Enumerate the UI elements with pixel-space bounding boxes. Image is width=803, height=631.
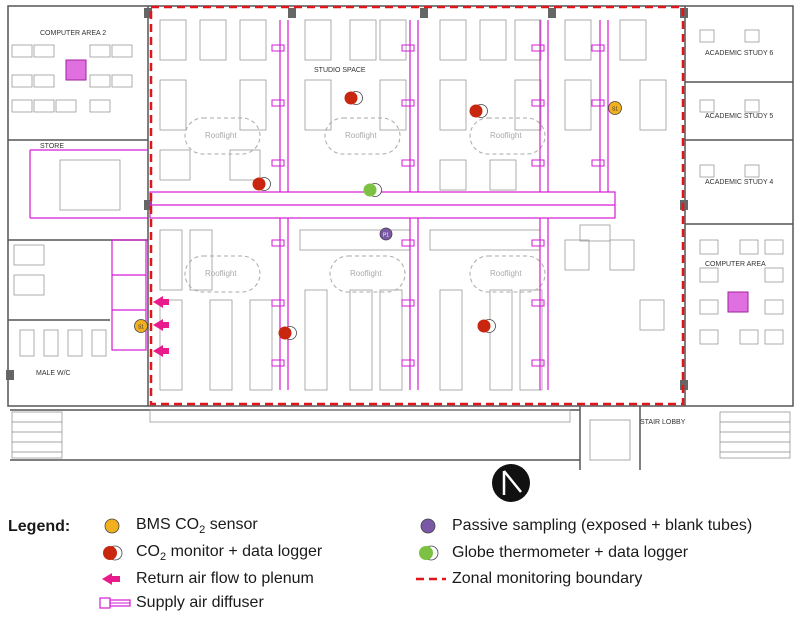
return-air-arrow-icon [153, 296, 169, 357]
legend-label-return-air: Return air flow to plenum [136, 570, 314, 587]
rooflights [184, 117, 546, 293]
legend-label-zonal-boundary: Zonal monitoring boundary [452, 570, 643, 587]
bms-sensor-icon [104, 518, 120, 534]
globe-thermometer-icon [419, 545, 439, 561]
legend-item-return-air: Return air flow to plenum [96, 568, 314, 590]
bms-sensor-icon: S1 S1 [134, 101, 622, 333]
legend-item-passive-sampling: Passive sampling (exposed + blank tubes) [412, 515, 752, 537]
bms-sensor-label: S1 [612, 107, 618, 113]
passive-sampling-icon [420, 518, 436, 534]
room-label-studio-space: STUDIO SPACE [314, 67, 366, 74]
return-air-arrow-icon [102, 573, 120, 585]
equipment-units [65, 59, 749, 313]
room-label-male-wc: MALE W/C [36, 370, 71, 377]
globe-thermometer-icon [363, 183, 382, 197]
legend-item-bms-sensor: BMS CO2 sensor [96, 515, 258, 537]
rooflight-label: Rooflight [350, 269, 382, 278]
room-label-computer-area: COMPUTER AREA [705, 261, 766, 268]
zonal-boundary-icon [416, 577, 446, 581]
rooflight-label: Rooflight [205, 131, 237, 140]
room-label-academic-study-5: ACADEMIC STUDY 5 [705, 113, 773, 120]
legend-item-globe-thermometer: Globe thermometer + data logger [412, 542, 688, 564]
bms-sensor-label: S1 [138, 325, 144, 331]
legend-title: Legend: [8, 518, 71, 535]
room-label-academic-study-4: ACADEMIC STUDY 4 [705, 179, 773, 186]
rooflight-label: Rooflight [490, 269, 522, 278]
passive-sampler-label: P1 [383, 233, 389, 239]
supply-diffusers [271, 44, 605, 367]
co2-monitor-icon [103, 545, 123, 561]
supply-diffuser-icon [99, 597, 131, 609]
legend-item-co2-monitor: CO2 monitor + data logger [96, 542, 322, 564]
room-label-computer-area-2: COMPUTER AREA 2 [40, 30, 106, 37]
legend-label-co2: CO2 monitor + data logger [136, 542, 323, 564]
legend-label-supply-diffuser: Supply air diffuser [136, 594, 264, 611]
room-label-stair-lobby: STAIR LOBBY [640, 419, 686, 426]
co2-monitor-icon [252, 91, 496, 340]
zonal-monitoring-boundary [149, 5, 685, 406]
rooflight-label: Rooflight [205, 269, 237, 278]
legend-item-supply-diffuser: Supply air diffuser [96, 592, 264, 614]
legend-label-passive: Passive sampling (exposed + blank tubes) [452, 517, 753, 534]
desks [11, 19, 784, 423]
room-label-store: STORE [40, 143, 64, 150]
floor-plan: COMPUTER AREA 2 STORE STUDIO SPACE ACADE… [6, 5, 794, 470]
legend: Legend: BMS CO2 sensor CO2 monitor + dat… [0, 470, 803, 631]
legend-label-globe: Globe thermometer + data logger [452, 544, 689, 561]
north-arrow-icon [492, 464, 530, 502]
rooflight-label: Rooflight [345, 131, 377, 140]
legend-item-zonal-boundary: Zonal monitoring boundary [412, 568, 642, 590]
stairs [11, 411, 791, 461]
rooflight-label: Rooflight [490, 131, 522, 140]
room-label-academic-study-6: ACADEMIC STUDY 6 [705, 50, 773, 57]
legend-label-bms: BMS CO2 sensor [136, 515, 258, 537]
passive-sampling-icon: P1 [379, 227, 393, 241]
